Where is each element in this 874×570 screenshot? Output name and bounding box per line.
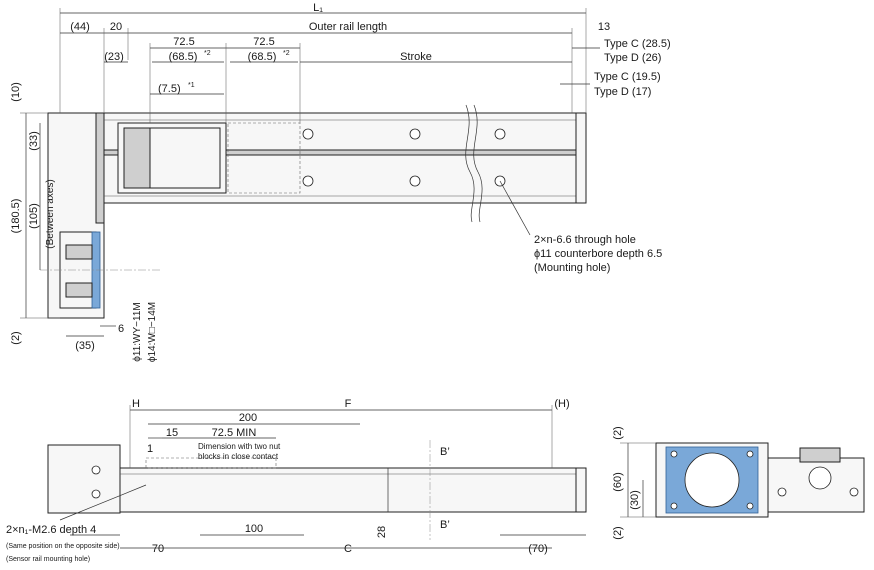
mounting-hole: [302, 175, 314, 187]
label-28: 28: [376, 526, 388, 538]
side-view: H F (H) 200 15 72.5 MIN 1 Dimension with…: [6, 398, 587, 563]
mounting-hole: [494, 128, 506, 140]
label-72-5-min: 72.5 MIN: [212, 427, 257, 439]
label-13: 13: [598, 21, 610, 33]
label-35: (35): [75, 340, 95, 352]
end-small-hole: [849, 487, 859, 497]
mounting-hole: [409, 128, 421, 140]
label-70-paren: (70): [528, 543, 548, 555]
callout-sensor-line1: 2×n₁-M2.6 depth 4: [6, 524, 96, 536]
label-between-axes: (Between axes): [45, 179, 56, 248]
pulley-lower: [65, 282, 93, 298]
callout-sensor-line2: (Same position on the opposite side): [6, 543, 120, 550]
label-200: 200: [239, 412, 257, 424]
callout-mounting-hole-line3: (Mounting hole): [534, 262, 610, 274]
label-end-30: (30): [629, 490, 641, 510]
mounting-hole: [302, 128, 314, 140]
label-72-5-b: 72.5: [253, 36, 274, 48]
motor-flange: [95, 112, 105, 224]
label-stroke: Stroke: [400, 51, 432, 63]
callout-mounting-hole-line2: ϕ11 counterbore depth 6.5: [534, 248, 662, 260]
label-68-5-b: (68.5): [248, 51, 277, 63]
label-23: (23): [104, 51, 124, 63]
slider-left-block: [123, 127, 151, 189]
side-screw: [91, 489, 101, 499]
note-close-contact-line2: blocks in close contact: [198, 452, 279, 461]
label-44: (44): [70, 21, 90, 33]
second-nut-block-outline: [227, 122, 301, 194]
callout-sensor-line3: (Sensor rail mounting hole): [6, 556, 90, 563]
end-bore: [684, 452, 740, 508]
label-15: 15: [166, 427, 178, 439]
note-mark-2b: *2: [283, 50, 290, 57]
label-end-2-top: (2): [612, 426, 624, 439]
label-end-2-bottom: (2): [612, 526, 624, 539]
rail-end-cap: [575, 112, 587, 204]
break-line: [465, 104, 475, 223]
pulley-upper: [65, 244, 93, 260]
end-bolt-hole: [670, 502, 678, 510]
note-close-contact-line1: Dimension with two nut: [198, 442, 281, 451]
label-100: 100: [245, 523, 263, 535]
label-F: F: [345, 398, 352, 410]
label-105: (105): [28, 203, 40, 229]
label-type-d-17: Type D (17): [594, 86, 651, 98]
slider-right-block: [149, 127, 221, 189]
end-slider: [799, 447, 841, 463]
label-H: H: [132, 398, 140, 410]
label-section-b-top: B’: [440, 446, 450, 458]
label-type-c-19: Type C (19.5): [594, 71, 661, 83]
label-180-5: (180.5): [10, 199, 22, 234]
side-slider-outline: [145, 457, 277, 469]
label-70: 70: [152, 543, 164, 555]
label-H-paren: (H): [554, 398, 569, 410]
label-1: 1: [147, 443, 153, 455]
end-bolt-hole: [746, 502, 754, 510]
label-68-5-a: (68.5): [169, 51, 198, 63]
label-type-d-26: Type D (26): [604, 52, 661, 64]
note-mark-1: *1: [188, 82, 195, 89]
side-end-cap: [575, 467, 587, 513]
label-C: C: [344, 543, 352, 555]
label-outer-rail-length: Outer rail length: [309, 21, 387, 33]
mounting-hole: [409, 175, 421, 187]
top-view: L₁ (44) 20 Outer rail length 13 72.5 72.…: [10, 2, 671, 362]
side-rail: [119, 467, 587, 513]
label-end-60: (60): [612, 472, 624, 492]
side-screw: [91, 465, 101, 475]
label-2: (2): [10, 331, 22, 344]
callout-mounting-hole-line1: 2×n-6.6 through hole: [534, 234, 636, 246]
callout-leader-sensor: [59, 484, 147, 521]
label-6: 6: [118, 323, 124, 335]
note-mark-2a: *2: [204, 50, 211, 57]
end-bolt-hole: [670, 450, 678, 458]
label-72-5-a: 72.5: [173, 36, 194, 48]
label-type-c-28: Type C (28.5): [604, 38, 671, 50]
label-section-b-bottom: B’: [440, 519, 450, 531]
label-10: (10): [10, 82, 22, 102]
end-bolt-hole: [746, 450, 754, 458]
label-L1: L₁: [313, 2, 323, 14]
end-small-hole: [777, 487, 787, 497]
break-line: [473, 104, 483, 223]
label-phi11: ϕ11:WY−11M: [132, 302, 143, 361]
label-20: 20: [110, 21, 122, 33]
end-screw-bore: [808, 466, 832, 490]
end-view: (2) (60) (30) (2): [612, 426, 865, 540]
side-motor-housing: [47, 444, 121, 514]
callout-leader: [499, 180, 531, 236]
label-33: (33): [28, 131, 40, 151]
label-phi14: ϕ14:W□−14M: [147, 302, 158, 362]
label-7-5: (7.5): [158, 83, 181, 95]
